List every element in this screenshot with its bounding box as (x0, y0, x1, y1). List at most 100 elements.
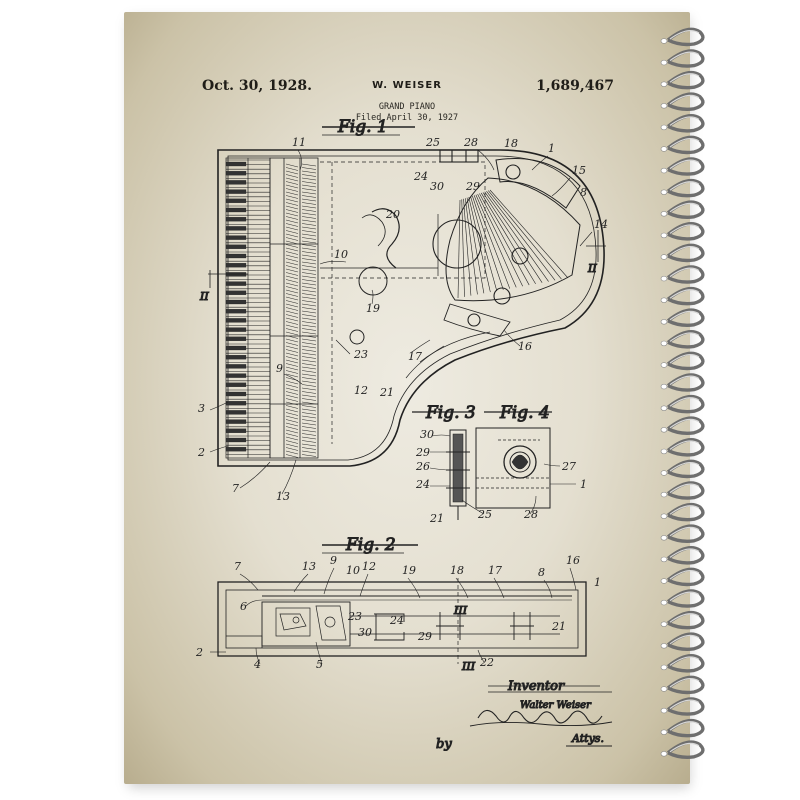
label-fig1s-9: 9 (276, 362, 283, 375)
label-fig1s-12: 12 (354, 384, 368, 397)
signature-heading: Inventor (507, 679, 565, 694)
label-fig2-9: 9 (330, 554, 337, 567)
fig2-section-top: III (453, 604, 468, 617)
binding-coil (660, 92, 705, 111)
label-fig1-20: 20 (385, 208, 400, 221)
patent-header: Oct. 30, 1928. W. WEISER 1,689,467 (124, 78, 690, 98)
fig2-action (275, 605, 347, 641)
binding-coil (660, 49, 705, 68)
patent-title: GRAND PIANO (378, 102, 436, 112)
label-fig2-16: 16 (566, 554, 580, 567)
label-fig2-4: 4 (253, 658, 261, 671)
binding-coil (660, 222, 705, 241)
label-fig1-30: 30 (430, 180, 444, 193)
label-fig1-14: 14 (594, 218, 608, 231)
binding-coil (660, 675, 705, 695)
fig1-sound-hole (432, 219, 482, 269)
binding-coil (660, 740, 705, 759)
attorney-signature-scrawl (477, 709, 603, 724)
label-fig1-18: 18 (504, 137, 518, 150)
binding-coil (660, 373, 705, 392)
label-fig1s-21: 21 (379, 386, 394, 399)
patent-filed-date: Filed April 30, 1927 (355, 113, 459, 123)
label-fig34-28: 28 (523, 508, 538, 521)
label-fig2-6: 6 (240, 600, 247, 613)
fig2-braces (374, 612, 534, 641)
label-fig1-25: 25 (425, 136, 440, 149)
binding-coil (660, 27, 705, 47)
binding-coil (660, 394, 705, 414)
label-fig2-30: 30 (358, 626, 372, 639)
label-fig2-19: 19 (402, 564, 416, 577)
label-fig1s-7: 7 (232, 482, 239, 495)
binding-coil (660, 502, 705, 522)
fig2-section-bottom: III (461, 660, 476, 673)
binding-coil (660, 697, 705, 716)
fig1-action (269, 157, 319, 459)
label-fig1s-17: 17 (408, 350, 422, 363)
label-fig1s-16: 16 (518, 340, 532, 353)
fig1-piano-outline (217, 149, 605, 467)
label-fig2-2: 2 (195, 646, 203, 659)
label-fig1-29: 29 (465, 180, 480, 193)
label-fig1-8: 8 (580, 186, 587, 199)
label-fig2-24: 24 (389, 614, 404, 627)
notebook-cover: Oct. 30, 1928. W. WEISER 1,689,467 GRAND… (124, 12, 690, 784)
binding-coil (660, 524, 705, 543)
label-fig2-17: 17 (488, 564, 502, 577)
patent-number: 1,689,467 (536, 78, 614, 94)
label-fig34-27: 27 (561, 460, 576, 473)
binding-coil (660, 481, 705, 500)
fig2-section (217, 581, 587, 657)
label-fig2-7: 7 (234, 560, 241, 573)
patent-date: Oct. 30, 1928. (202, 78, 313, 94)
binding-coil (660, 567, 705, 587)
label-fig1-28: 28 (463, 136, 478, 149)
binding-coil (660, 243, 705, 263)
label-fig1s-10: 10 (334, 248, 348, 261)
label-fig34-26: 26 (415, 460, 430, 473)
label-fig1s-23: 23 (353, 348, 368, 361)
label-fig2-13: 13 (302, 560, 316, 573)
fig3-detail (446, 429, 470, 520)
spiral-binding (660, 27, 705, 759)
binding-coil (660, 351, 705, 371)
binding-coil (660, 70, 705, 90)
label-fig2-23: 23 (347, 610, 362, 623)
binding-coil (660, 135, 705, 155)
label-fig1-15: 15 (572, 164, 586, 177)
binding-coil (660, 546, 705, 565)
binding-coil (660, 157, 705, 176)
binding-coil (660, 330, 705, 349)
binding-coil (660, 632, 705, 651)
label-fig34-1: 1 (580, 478, 587, 491)
label-fig1-24: 24 (413, 170, 428, 183)
binding-coil (660, 178, 705, 198)
binding-coil (660, 459, 705, 479)
label-fig34-30: 30 (420, 428, 434, 441)
label-fig2-18: 18 (450, 564, 464, 577)
signature-inventor-name: Walter Weiser (520, 700, 592, 711)
binding-coil (660, 610, 705, 630)
label-fig1s-2: 2 (197, 446, 205, 459)
binding-coil (660, 718, 705, 738)
fig4-detail (475, 427, 551, 509)
label-fig34-21: 21 (429, 512, 444, 525)
label-fig2-12: 12 (362, 560, 376, 573)
label-fig2-29: 29 (417, 630, 432, 643)
binding-coil (660, 286, 705, 306)
patent-drawing: Fig. 1 (195, 116, 613, 753)
binding-coil (660, 654, 705, 673)
label-fig2-8: 8 (538, 566, 545, 579)
label-fig1-11: 11 (292, 136, 306, 149)
label-fig2-22: 22 (479, 656, 494, 669)
label-fig34-24: 24 (415, 478, 430, 491)
label-fig34-29: 29 (415, 446, 430, 459)
binding-coil (660, 265, 705, 284)
fig4-title: Fig. 4 (499, 403, 550, 423)
fig1-section-left: II (199, 290, 209, 303)
label-fig2-10: 10 (346, 564, 360, 577)
label-fig1s-13: 13 (276, 490, 290, 503)
binding-coil (660, 438, 705, 457)
binding-coil (660, 589, 705, 608)
